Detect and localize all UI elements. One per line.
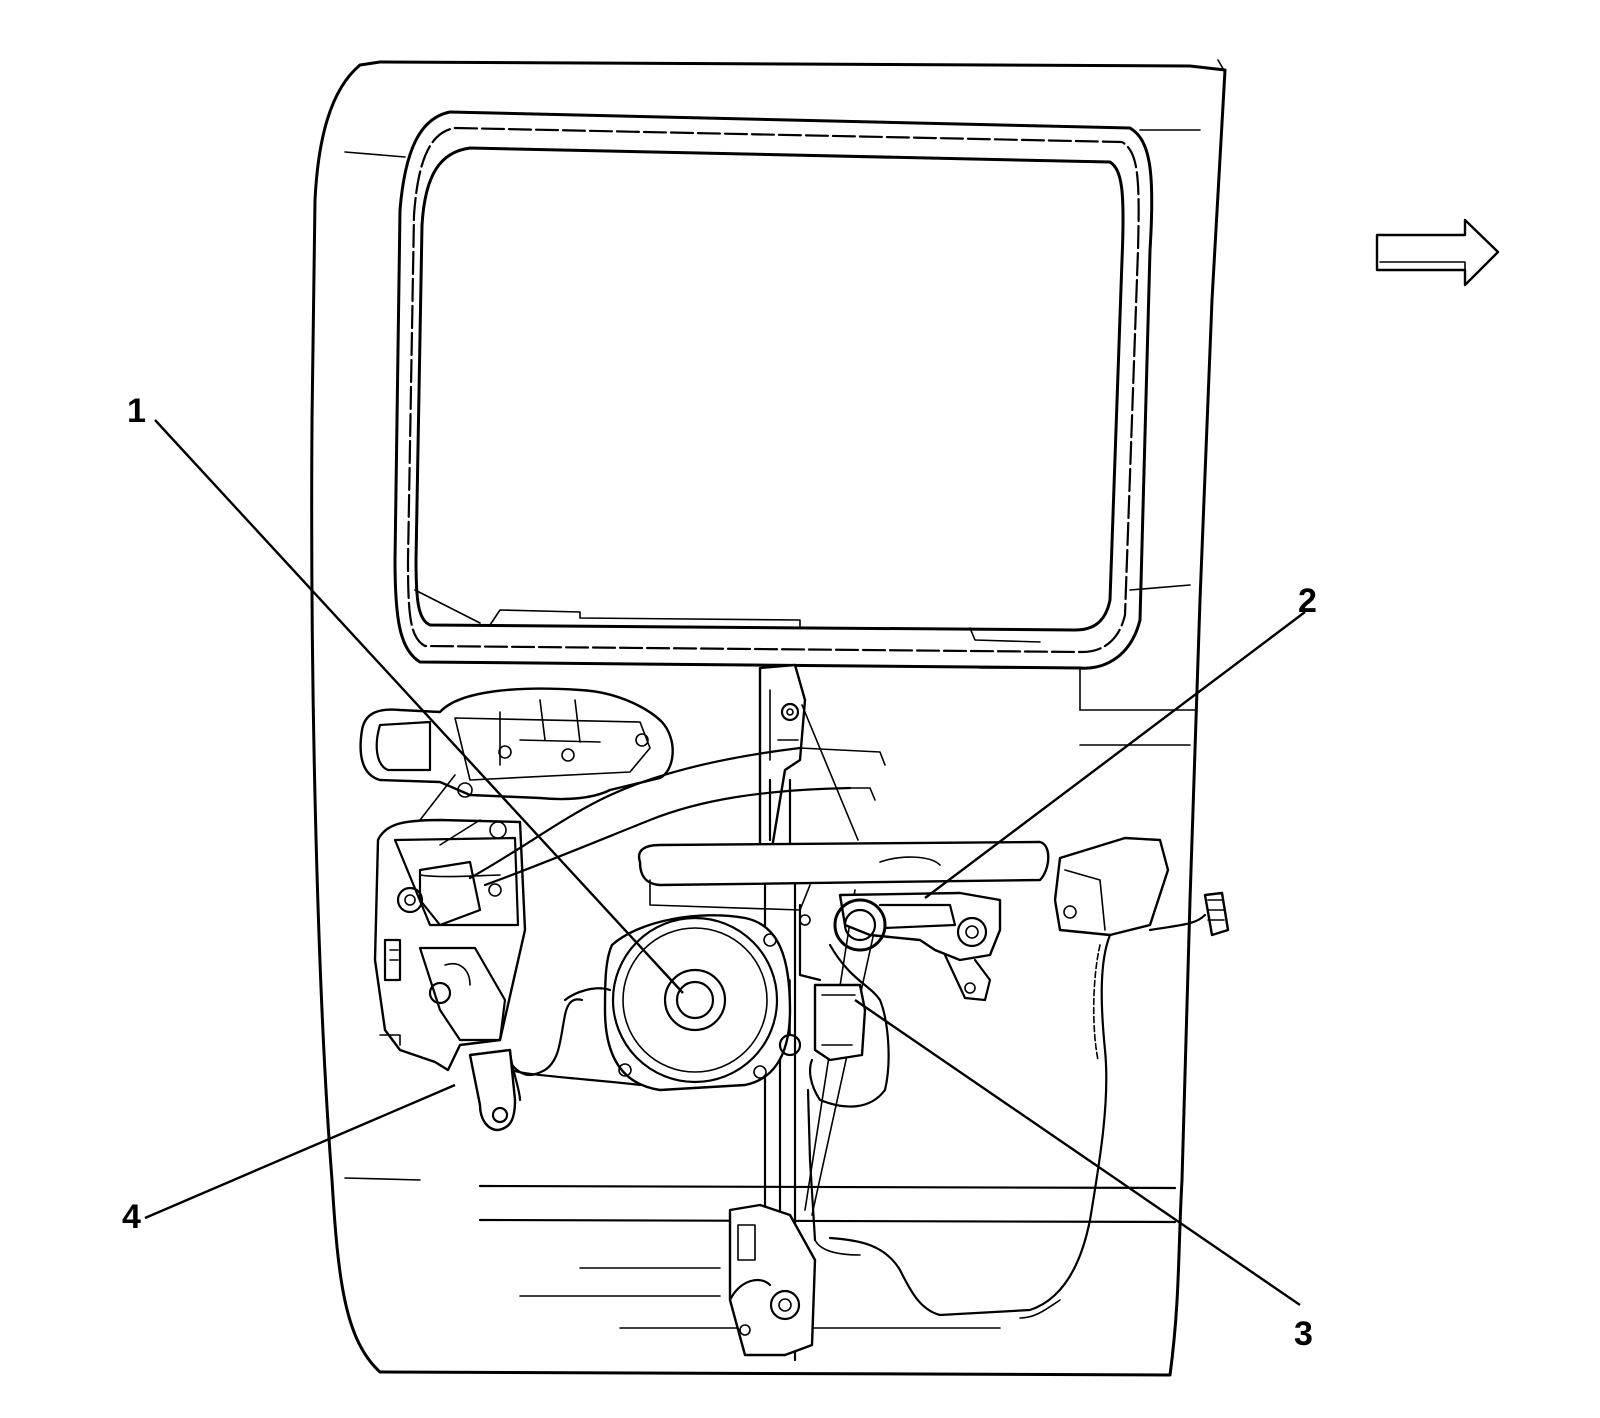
callout-2: 2	[1298, 582, 1317, 620]
outside-handle	[359, 687, 674, 801]
window-regulator-motor	[833, 891, 1002, 1002]
door-trim-rail	[419, 819, 1050, 911]
leader-2	[924, 611, 1306, 899]
leader-3	[854, 999, 1301, 1306]
wiring-harness	[419, 746, 1230, 1319]
callout-labels: 1 2 3 4	[122, 392, 1317, 1353]
callout-leaders	[144, 419, 1306, 1306]
leader-1	[154, 419, 684, 994]
door-latch-assembly	[373, 818, 527, 1132]
callout-1: 1	[127, 392, 146, 430]
right-arrow-icon	[1375, 218, 1500, 287]
leader-4	[144, 1083, 456, 1220]
window-frame	[393, 110, 1154, 670]
power-module	[778, 903, 867, 1062]
door-speaker	[563, 914, 792, 1092]
callout-3: 3	[1294, 1315, 1313, 1353]
callout-4: 4	[122, 1198, 141, 1236]
